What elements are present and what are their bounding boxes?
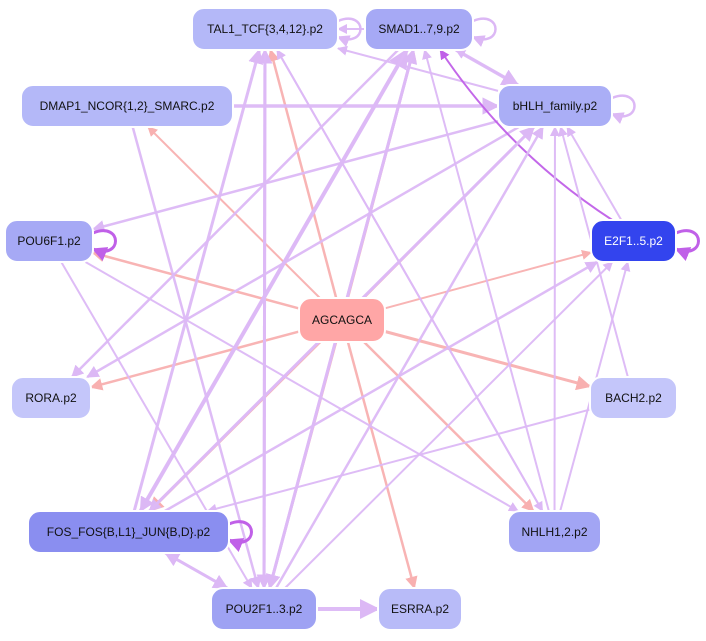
edge-nhlh-to-tal1 [276, 49, 544, 512]
node-box-center [298, 297, 386, 343]
edge-center-to-nhlh [363, 341, 535, 512]
self-loop-bhlh [610, 94, 636, 124]
self-loop-pou6f1 [91, 229, 117, 261]
edge-bhlh-to-tal1 [337, 45, 499, 92]
node-center[interactable]: AGCAGCA [298, 297, 386, 343]
node-box-nhlh [507, 510, 602, 554]
node-fos[interactable]: FOS_FOS{B,L1}_JUN{B,D}.p2 [27, 510, 230, 554]
node-box-bhlh [497, 84, 613, 128]
node-box-e2f1 [590, 219, 677, 263]
edge-pou6f1-to-nhlh [84, 261, 519, 512]
node-box-tal1 [191, 7, 339, 51]
edge-dmap1-to-pou2f1 [131, 126, 262, 590]
node-label-e2f1: E2F1..5.p2 [604, 234, 663, 248]
node-box-dmap1 [20, 84, 234, 128]
node-label-bhlh: bHLH_family.p2 [513, 99, 598, 113]
edge-bhlh-to-pou6f1 [91, 120, 499, 233]
self-loop-smad [471, 17, 497, 47]
node-box-rora [10, 376, 92, 420]
node-layer: TAL1_TCF{3,4,12}.p2 SMAD1..7,9.p2DMAP1_NC… [4, 7, 678, 631]
edge-fos-to-pou2f1 [164, 551, 229, 590]
edge-bach2-to-fos [206, 408, 591, 514]
node-label-center: AGCAGCA [312, 313, 372, 327]
node-pou6f1[interactable]: POU6F1.p2 [4, 219, 94, 263]
node-box-fos [27, 510, 230, 554]
node-label-pou2f1: POU2F1..3.p2 [226, 602, 303, 616]
edge-pou2f1-to-e2f1 [284, 261, 614, 589]
node-label-bach2: BACH2.p2 [605, 391, 662, 405]
node-e2f1[interactable]: E2F1..5.p2 [590, 219, 677, 263]
node-label-dmap1: DMAP1_NCOR{1,2}_SMARC.p2 [40, 99, 215, 113]
self-loop-e2f1 [674, 229, 700, 261]
node-label-fos: FOS_FOS{B,L1}_JUN{B,D}.p2 [47, 525, 211, 539]
node-box-smad [364, 7, 474, 51]
node-pou2f1[interactable]: POU2F1..3.p2 [210, 587, 318, 631]
node-box-bach2 [589, 376, 678, 420]
node-label-tal1: TAL1_TCF{3,4,12}.p2 [207, 22, 323, 36]
edge-bhlh-to-rora [86, 125, 520, 379]
node-smad[interactable]: SMAD1..7,9.p2 [364, 7, 474, 51]
node-nhlh[interactable]: NHLH1,2.p2 [507, 510, 602, 554]
node-label-smad: SMAD1..7,9.p2 [378, 22, 460, 36]
self-loop-tal1 [336, 17, 362, 47]
edge-layer [60, 17, 700, 619]
edge-center-to-dmap1 [147, 126, 321, 299]
edge-smad-to-bhlh [455, 48, 520, 87]
node-label-pou6f1: POU6F1.p2 [17, 234, 81, 248]
node-box-esrra [377, 587, 463, 631]
edge-fos-to-e2f1 [164, 260, 599, 513]
node-bhlh[interactable]: bHLH_family.p2 [497, 84, 613, 128]
edge-fos-to-tal1 [132, 48, 264, 512]
edge-e2f1-to-bhlh [566, 126, 623, 221]
node-box-pou6f1 [4, 219, 94, 263]
edge-center-to-bach2 [384, 330, 592, 391]
node-esrra[interactable]: ESRRA.p2 [377, 587, 463, 631]
node-rora[interactable]: RORA.p2 [10, 376, 92, 420]
node-dmap1[interactable]: DMAP1_NCOR{1,2}_SMARC.p2 [20, 84, 234, 128]
edge-smad-to-rora [71, 49, 399, 378]
edge-center-to-e2f1 [384, 250, 592, 310]
node-tal1[interactable]: TAL1_TCF{3,4,12}.p2 [191, 7, 339, 51]
edge-tal1-to-pou2f1 [256, 49, 272, 590]
node-label-nhlh: NHLH1,2.p2 [521, 525, 587, 539]
edge-nhlh-to-smad [422, 49, 550, 512]
node-label-rora: RORA.p2 [25, 391, 77, 405]
self-loop-fos [227, 520, 253, 552]
node-box-pou2f1 [210, 587, 318, 631]
node-label-esrra: ESRRA.p2 [391, 602, 449, 616]
edge-smad-to-fos [139, 49, 409, 513]
node-bach2[interactable]: BACH2.p2 [589, 376, 678, 420]
edge-pou2f1-to-bhlh [275, 125, 544, 589]
